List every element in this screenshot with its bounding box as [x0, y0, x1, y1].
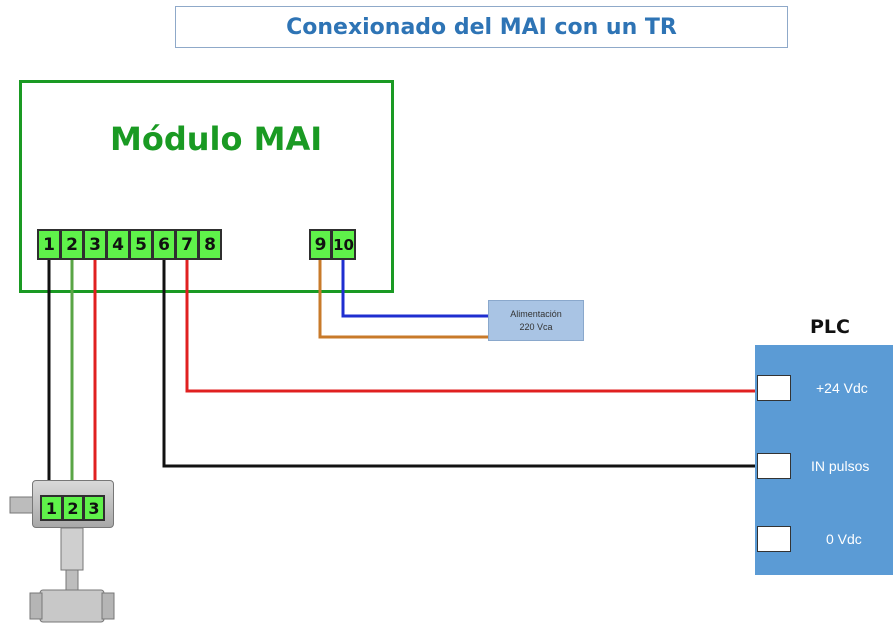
mai-terminal-8: 8 [198, 229, 222, 260]
power-supply-line2: 220 Vca [519, 321, 553, 332]
sensor-pipe [39, 589, 105, 623]
diagram-title: Conexionado del MAI con un TR [175, 6, 788, 48]
wire-brown-power [318, 260, 488, 339]
plc-port-0v [757, 526, 791, 552]
mai-terminal-10: 10 [331, 229, 356, 260]
plc-label-0v: 0 Vdc [826, 531, 862, 547]
mai-terminal-6: 6 [152, 229, 176, 260]
sensor-stem-neck [65, 569, 79, 591]
wire-blue-power [341, 260, 488, 318]
plc-port-24v [757, 375, 791, 401]
sensor-terminal-3: 3 [83, 495, 105, 521]
plc-label-in-pulsos: IN pulsos [811, 458, 870, 474]
wire-red-24v [185, 260, 757, 393]
plc-title: PLC [810, 316, 850, 338]
plc-label-24v: +24 Vdc [816, 380, 868, 396]
wire-black-pulse [162, 260, 757, 468]
sensor-terminal-1: 1 [40, 495, 63, 521]
mai-terminal-4: 4 [106, 229, 130, 260]
mai-terminal-5: 5 [129, 229, 153, 260]
mai-terminal-1: 1 [37, 229, 61, 260]
power-supply-box: Alimentación 220 Vca [488, 300, 584, 341]
mai-module-label: Módulo MAI [110, 120, 323, 158]
plc-port-in-pulsos [757, 453, 791, 479]
power-supply-line1: Alimentación [510, 308, 562, 319]
sensor-stem [60, 527, 84, 571]
sensor-pipe-right-flange [101, 592, 115, 620]
sensor-pipe-left-flange [29, 592, 43, 620]
sensor-side-plug [9, 496, 35, 514]
sensor-terminal-2: 2 [62, 495, 84, 521]
mai-terminal-2: 2 [60, 229, 84, 260]
